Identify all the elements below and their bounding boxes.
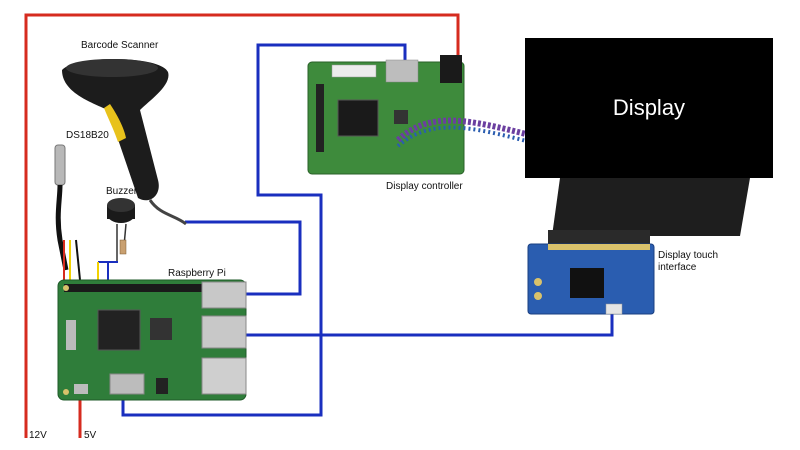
ds18b20-label: DS18B20 [66, 130, 109, 141]
usb-touch-wire [240, 310, 614, 337]
barcode-scanner-label: Barcode Scanner [81, 40, 159, 51]
buzzer-component [97, 198, 135, 282]
power-wire-12v [24, 13, 460, 438]
raspberry-pi-board [57, 279, 247, 401]
display-panel [525, 38, 773, 244]
raspberry-pi-label: Raspberry Pi [168, 268, 226, 279]
usb-scanner-wire [185, 220, 302, 296]
display-controller-label: Display controller [386, 181, 463, 192]
display-controller-board [307, 55, 531, 175]
buzzer-label: Buzzer [106, 186, 138, 197]
display-label: Display [612, 95, 686, 120]
hdmi-wire [121, 43, 407, 417]
ds18b20-sensor [54, 144, 81, 281]
display-touch-label-line2: interface [658, 262, 697, 273]
display-touch-label-line1: Display touch [658, 250, 719, 261]
voltage-5v-label: 5V [84, 430, 97, 441]
display-touch-board [527, 243, 655, 315]
barcode-scanner [62, 58, 187, 226]
voltage-12v-label: 12V [29, 430, 47, 441]
